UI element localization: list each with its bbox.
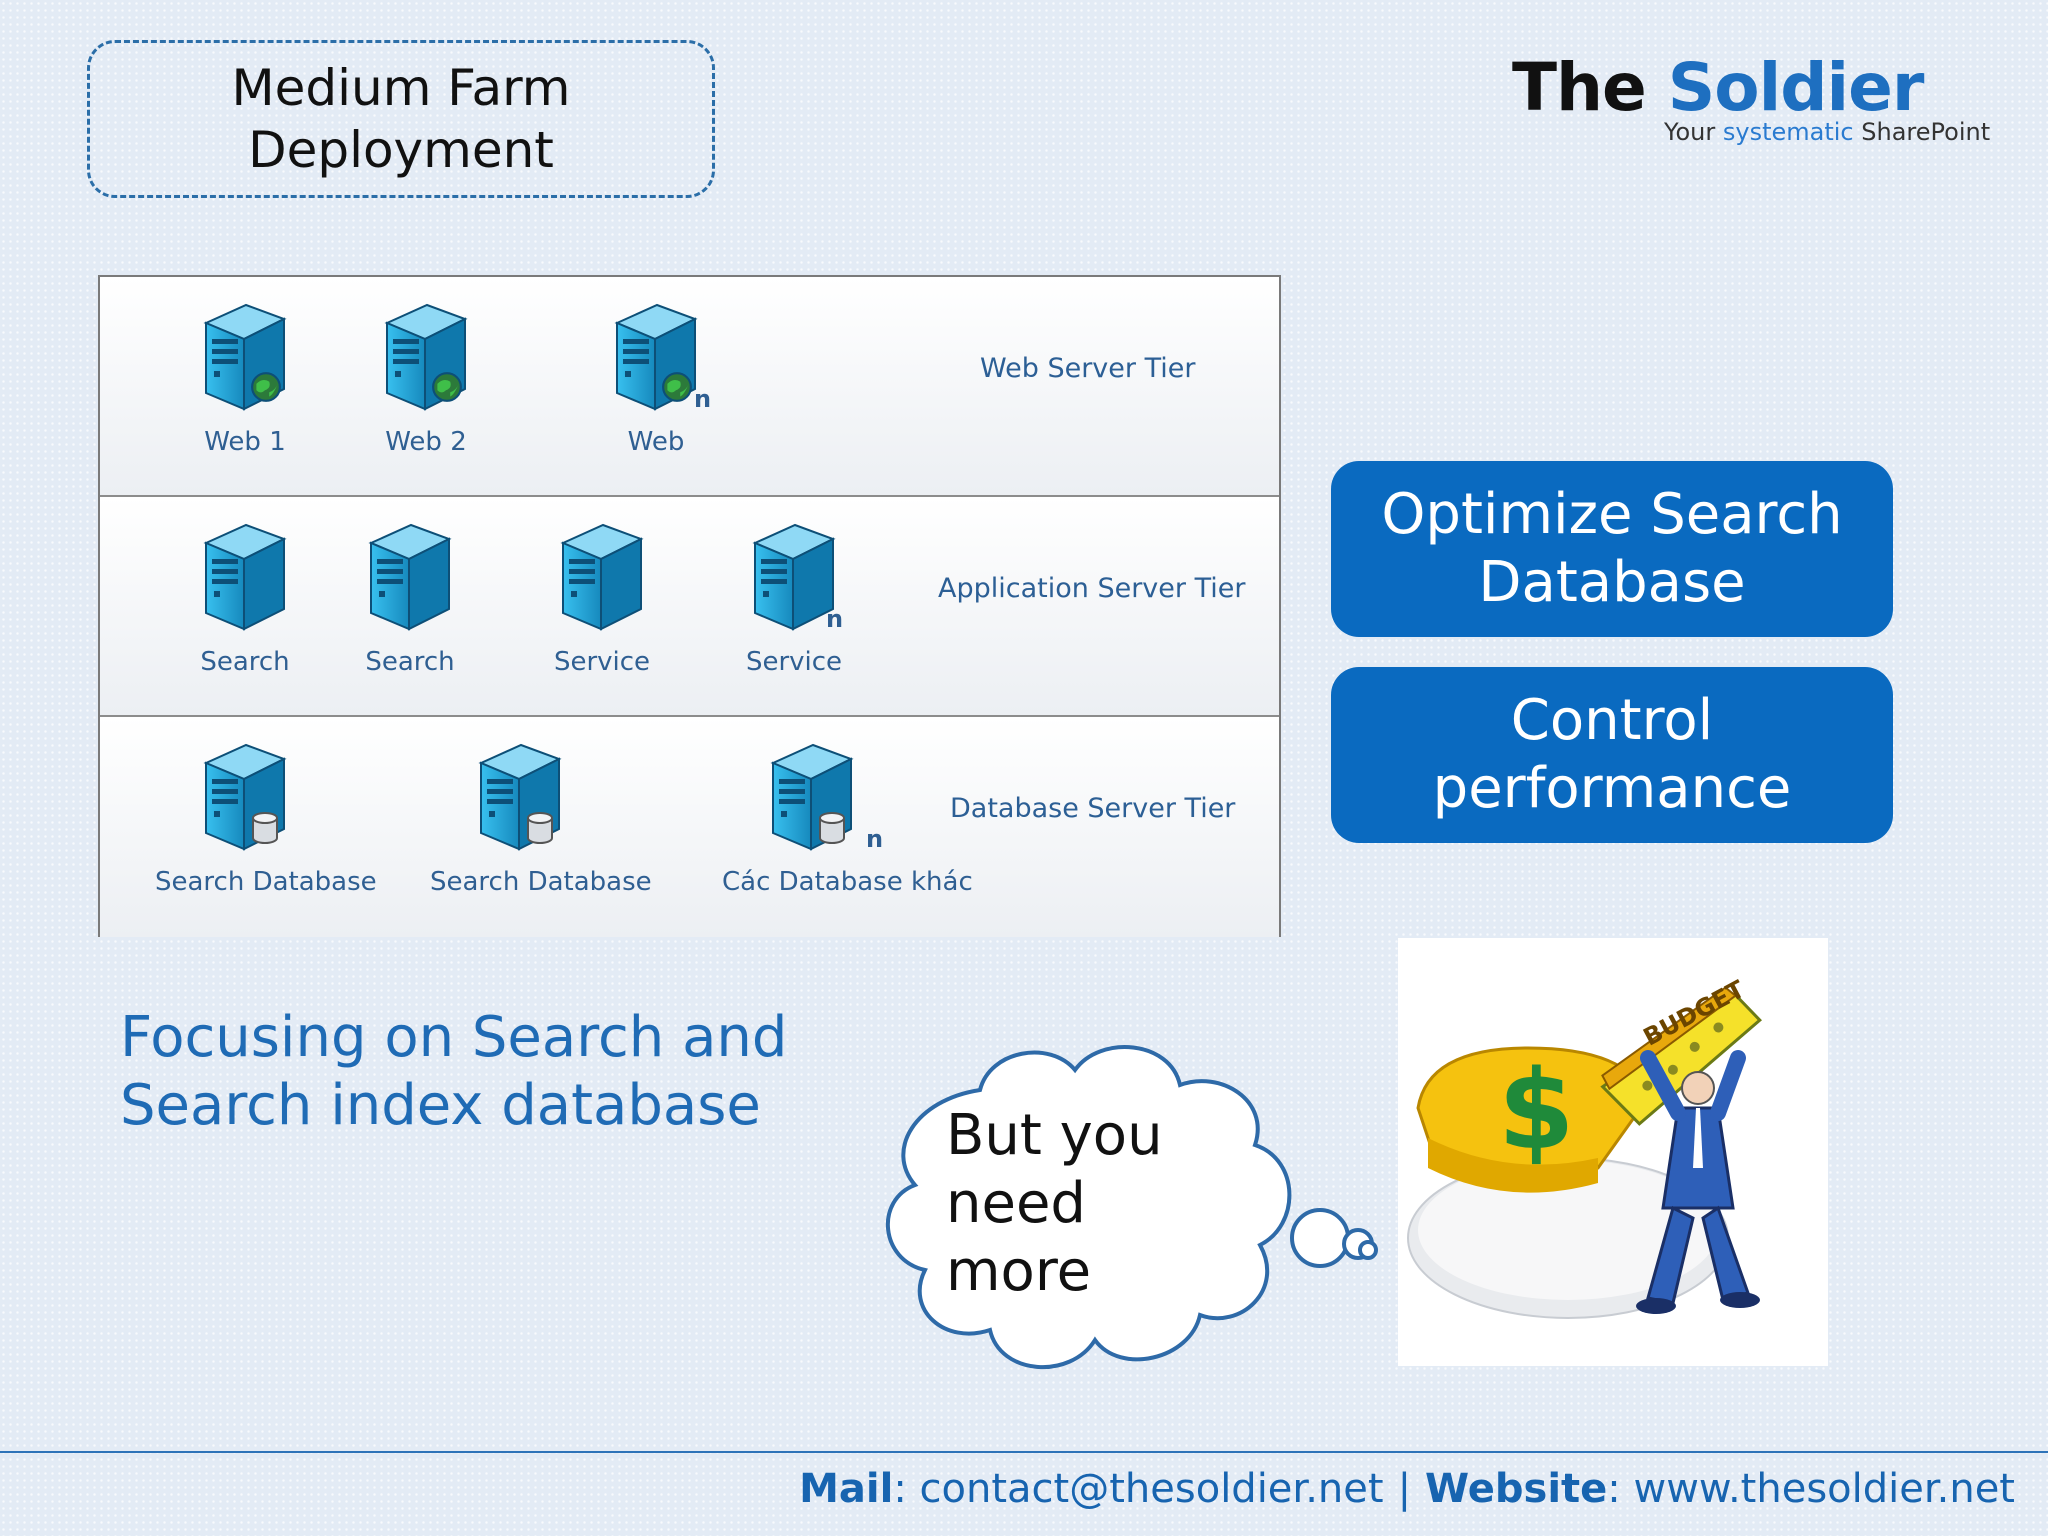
n-marker: n — [694, 385, 711, 413]
server-node: Web 1 — [155, 301, 335, 457]
logo-brand-the: The — [1512, 49, 1646, 126]
server-node: Search — [320, 521, 500, 677]
thought-bubble-text: But you need more — [946, 1102, 1206, 1306]
server-node: Search Database — [155, 741, 335, 897]
server-icon — [381, 301, 471, 413]
slide-title: Medium Farm Deployment — [87, 40, 715, 198]
server-node: Search — [155, 521, 335, 677]
title-line-1: Medium Farm — [231, 57, 570, 119]
callout-line: Optimize Search — [1381, 481, 1842, 549]
bubble-line: But you — [946, 1102, 1206, 1170]
focus-line: Focusing on Search and — [120, 1004, 880, 1072]
server-label: Search — [155, 647, 335, 677]
server-label: Service — [704, 647, 884, 677]
title-line-2: Deployment — [231, 119, 570, 181]
mail-link[interactable]: contact@thesoldier.net — [920, 1466, 1384, 1512]
callout-optimize-search: Optimize Search Database — [1331, 461, 1893, 637]
callout-line: performance — [1433, 755, 1792, 823]
callout-line: Control — [1511, 687, 1713, 755]
focus-text: Focusing on Search and Search index data… — [120, 1004, 880, 1140]
server-label: Các Database khác — [722, 867, 902, 897]
server-icon — [200, 301, 290, 413]
budget-pie-clipart: $ BUDGET — [1398, 938, 1828, 1366]
server-node: Các Database khác — [722, 741, 902, 897]
tier-label: Web Server Tier — [980, 353, 1195, 384]
callout-control-performance: Control performance — [1331, 667, 1893, 843]
database-server-icon — [475, 741, 565, 853]
server-node: Web 2 — [336, 301, 516, 457]
server-label: Service — [512, 647, 692, 677]
footer-separator: | — [1398, 1466, 1411, 1512]
tier-label: Application Server Tier — [938, 573, 1245, 604]
application-server-tier: Search Search Service Service n Applicat… — [100, 497, 1279, 717]
bubble-line: more — [946, 1238, 1206, 1306]
server-label: Search Database — [155, 867, 335, 897]
server-label: Web 2 — [336, 427, 516, 457]
footer-contact: Mail: contact@thesoldier.net|Website: ww… — [799, 1466, 2015, 1512]
server-node: Service — [704, 521, 884, 677]
server-label: Search — [320, 647, 500, 677]
mail-label: Mail — [799, 1466, 893, 1512]
database-server-icon — [200, 741, 290, 853]
web-server-tier: Web 1 Web 2 Web n Web Server Tier — [100, 277, 1279, 497]
tier-label: Database Server Tier — [950, 793, 1235, 824]
server-icon — [365, 521, 455, 633]
callout-line: Database — [1478, 549, 1745, 617]
the-soldier-logo: The Soldier Your systematic SharePoint — [1512, 52, 1992, 152]
server-node: Service — [512, 521, 692, 677]
deployment-diagram: Web 1 Web 2 Web n Web Server Tier Search… — [98, 275, 1281, 937]
bubble-line: need — [946, 1170, 1206, 1238]
server-icon — [611, 301, 701, 413]
n-marker: n — [866, 825, 883, 853]
server-label: Search Database — [430, 867, 610, 897]
footer-divider — [0, 1451, 2048, 1453]
database-server-icon — [767, 741, 857, 853]
server-node: Web — [566, 301, 746, 457]
logo-tagline: Your systematic SharePoint — [1664, 118, 1990, 146]
server-icon — [200, 521, 290, 633]
server-node: Search Database — [430, 741, 610, 897]
website-label: Website — [1425, 1466, 1607, 1512]
server-label: Web 1 — [155, 427, 335, 457]
server-label: Web — [566, 427, 746, 457]
n-marker: n — [826, 605, 843, 633]
database-server-tier: Search Database Search Database Các Data… — [100, 717, 1279, 937]
focus-line: Search index database — [120, 1072, 880, 1140]
logo-brand-soldier: Soldier — [1668, 49, 1924, 126]
server-icon — [557, 521, 647, 633]
svg-text:$: $ — [1498, 1046, 1575, 1174]
website-link[interactable]: www.thesoldier.net — [1633, 1466, 2015, 1512]
